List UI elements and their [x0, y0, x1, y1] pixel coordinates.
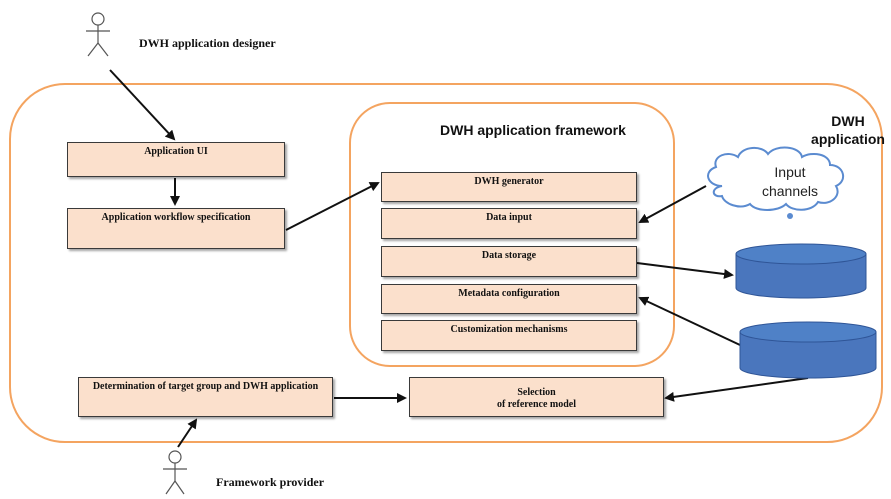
framework-container	[349, 102, 675, 367]
connectors	[109, 69, 809, 448]
framework-box-label: DWH generator	[474, 176, 544, 187]
arrow-cylinder-to-selection	[664, 377, 809, 402]
arrow-designer-to-ui	[109, 69, 176, 141]
dwh-application-title: DWH application	[808, 112, 888, 148]
arrow-workflow-to-generator	[285, 182, 380, 231]
framework-box-data-input: Data input	[381, 208, 637, 239]
reference-model-box: Selection of reference model	[409, 377, 664, 417]
target-group-box: Determination of target group and DWH ap…	[78, 377, 333, 417]
provider-actor-icon	[163, 450, 187, 495]
framework-box-data-storage: Data storage	[381, 246, 637, 277]
input-channels-label: Input channels	[735, 163, 845, 201]
arrow-provider-to-target	[177, 418, 198, 448]
framework-title: DWH application framework	[440, 122, 626, 138]
reference-model-label-line1: Selection	[517, 386, 556, 398]
input-channels-cloud-icon	[707, 146, 845, 219]
application-ui-label: Application UI	[144, 146, 208, 157]
framework-box-customization-mechanisms: Customization mechanisms	[381, 320, 637, 351]
dwh-application-container	[9, 83, 883, 443]
arrow-storage-to-cylinder	[636, 262, 734, 279]
framework-box-label: Metadata configuration	[458, 288, 560, 299]
dwh-application-title-line1: DWH	[831, 113, 865, 129]
workflow-spec-label: Application workflow specification	[101, 212, 251, 223]
reference-model-label-line2: of reference model	[496, 398, 577, 410]
framework-box-metadata-configuration: Metadata configuration	[381, 284, 637, 314]
framework-box-label: Data input	[486, 212, 532, 223]
data-storage-cylinder-icon	[735, 243, 867, 299]
arrow-cylinder-to-metadata	[638, 296, 741, 346]
input-channels-label-line1: Input	[774, 164, 806, 180]
input-channels-label-line2: channels	[761, 183, 819, 199]
dwh-application-title-line2: application	[811, 131, 885, 147]
provider-label: Framework provider	[216, 475, 325, 489]
target-group-label: Determination of target group and DWH ap…	[92, 381, 319, 392]
framework-box-label: Customization mechanisms	[450, 324, 568, 335]
designer-actor-icon	[86, 12, 110, 57]
application-ui-box: Application UI	[67, 142, 285, 177]
designer-label: DWH application designer	[139, 36, 276, 50]
reference-model-cylinder-icon	[739, 321, 877, 379]
arrow-cloud-to-data-input	[638, 185, 707, 223]
framework-box-dwh-generator: DWH generator	[381, 172, 637, 202]
workflow-spec-box: Application workflow specification	[67, 208, 285, 249]
framework-box-label: Data storage	[481, 250, 537, 261]
